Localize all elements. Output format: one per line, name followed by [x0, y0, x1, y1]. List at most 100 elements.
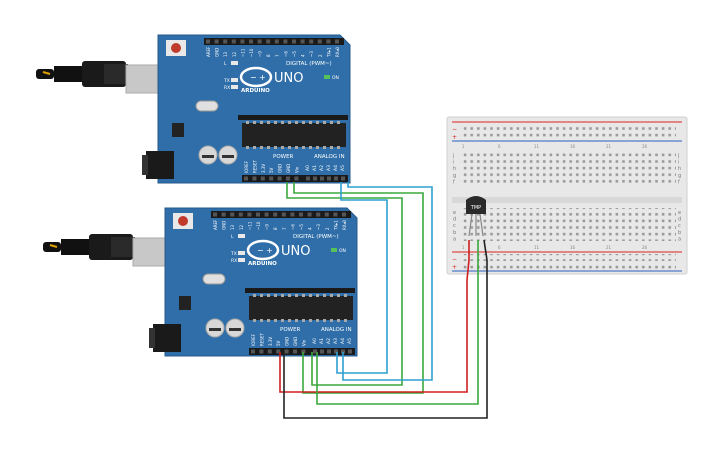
header-pin[interactable]: [267, 349, 272, 354]
wire-blue-1[interactable]: [336, 182, 388, 374]
header-pin[interactable]: [251, 349, 255, 354]
header-pin[interactable]: [309, 39, 314, 44]
row-letter: d: [453, 217, 456, 223]
header-pin[interactable]: [247, 212, 252, 217]
chip-pin: [323, 294, 326, 297]
header-pin[interactable]: [264, 212, 269, 217]
row-letter: f: [678, 179, 680, 185]
row-letter: b: [678, 230, 681, 236]
rail-symbol-minus: −: [452, 256, 457, 263]
wires[interactable]: [279, 182, 488, 419]
analog-pin-label: A3: [326, 165, 332, 171]
icsp-header: [238, 115, 348, 120]
header-pin[interactable]: [320, 176, 324, 181]
header-pin[interactable]: [317, 39, 322, 44]
header-pin[interactable]: [231, 39, 236, 44]
header-pin[interactable]: [334, 176, 338, 181]
header-pin[interactable]: [281, 212, 286, 217]
header-pin[interactable]: [249, 39, 253, 44]
header-pin[interactable]: [299, 212, 303, 217]
digital-header: [204, 38, 344, 45]
header-pin[interactable]: [294, 176, 299, 181]
header-pin[interactable]: [341, 176, 345, 181]
header-pin[interactable]: [240, 39, 245, 44]
header-pin[interactable]: [348, 349, 352, 354]
header-pin[interactable]: [316, 212, 321, 217]
row-letter: c: [453, 223, 456, 229]
header-pin[interactable]: [238, 212, 243, 217]
header-pin[interactable]: [266, 39, 271, 44]
header-pin[interactable]: [260, 176, 265, 181]
column-number: 1: [462, 144, 465, 149]
analog-header: [304, 175, 348, 182]
header-pin[interactable]: [313, 349, 317, 354]
header-pin[interactable]: [293, 349, 297, 354]
header-pin[interactable]: [269, 176, 274, 181]
header-pin[interactable]: [213, 212, 217, 217]
chip-pin: [330, 294, 333, 297]
header-pin[interactable]: [259, 349, 264, 354]
header-pin[interactable]: [290, 212, 295, 217]
header-pin[interactable]: [214, 39, 219, 44]
header-pin[interactable]: [342, 212, 346, 217]
header-pin[interactable]: [206, 39, 210, 44]
header-pin[interactable]: [313, 176, 317, 181]
crystal: [195, 100, 219, 112]
header-pin[interactable]: [301, 349, 306, 354]
rail-holes: [460, 132, 676, 139]
digital-pin-label: GND: [222, 221, 227, 230]
reset-button[interactable]: [171, 43, 181, 53]
header-pin[interactable]: [341, 349, 345, 354]
header-pin[interactable]: [274, 39, 279, 44]
rail-holes: [460, 262, 676, 269]
header-pin[interactable]: [257, 39, 262, 44]
header-pin[interactable]: [277, 176, 282, 181]
header-pin[interactable]: [223, 39, 228, 44]
header-pin[interactable]: [324, 212, 329, 217]
header-pin[interactable]: [283, 39, 288, 44]
temperature-sensor[interactable]: TMP: [466, 196, 486, 237]
header-pin[interactable]: [327, 349, 331, 354]
digital-label: DIGITAL (PWM~): [293, 234, 339, 240]
sensor-body: [466, 196, 486, 214]
wire-red[interactable]: [279, 240, 470, 393]
header-pin[interactable]: [276, 349, 281, 354]
header-pin[interactable]: [300, 39, 305, 44]
header-pin[interactable]: [256, 212, 260, 217]
header-pin[interactable]: [306, 176, 310, 181]
row-letter: g: [453, 173, 456, 179]
header-pin[interactable]: [284, 349, 289, 354]
wire-green-1[interactable]: [286, 182, 403, 386]
header-pin[interactable]: [326, 39, 331, 44]
usb-cable-body: [54, 66, 84, 82]
header-pin[interactable]: [333, 212, 338, 217]
header-pin[interactable]: [230, 212, 235, 217]
power-pin-label: GND: [293, 337, 298, 346]
wire-green-2[interactable]: [293, 182, 424, 394]
header-pin[interactable]: [335, 39, 339, 44]
header-pin[interactable]: [244, 176, 248, 181]
header-pin[interactable]: [307, 212, 312, 217]
header-pin[interactable]: [252, 176, 257, 181]
wire-blue-2[interactable]: [342, 182, 433, 381]
header-pin[interactable]: [221, 212, 226, 217]
row-letter: a: [678, 236, 681, 242]
header-pin[interactable]: [327, 176, 331, 181]
reset-button[interactable]: [178, 216, 188, 226]
header-pin[interactable]: [334, 349, 338, 354]
header-pin[interactable]: [320, 349, 324, 354]
analog-pin-label: A1: [312, 165, 318, 171]
wire-black-ground[interactable]: [283, 239, 488, 419]
header-pin[interactable]: [273, 212, 278, 217]
column-number: 21: [606, 144, 612, 149]
header-pin[interactable]: [292, 39, 296, 44]
wire-green-signal[interactable]: [316, 240, 479, 405]
chip-pin: [302, 319, 305, 322]
header-pin[interactable]: [286, 176, 290, 181]
power-label: POWER: [280, 327, 301, 333]
